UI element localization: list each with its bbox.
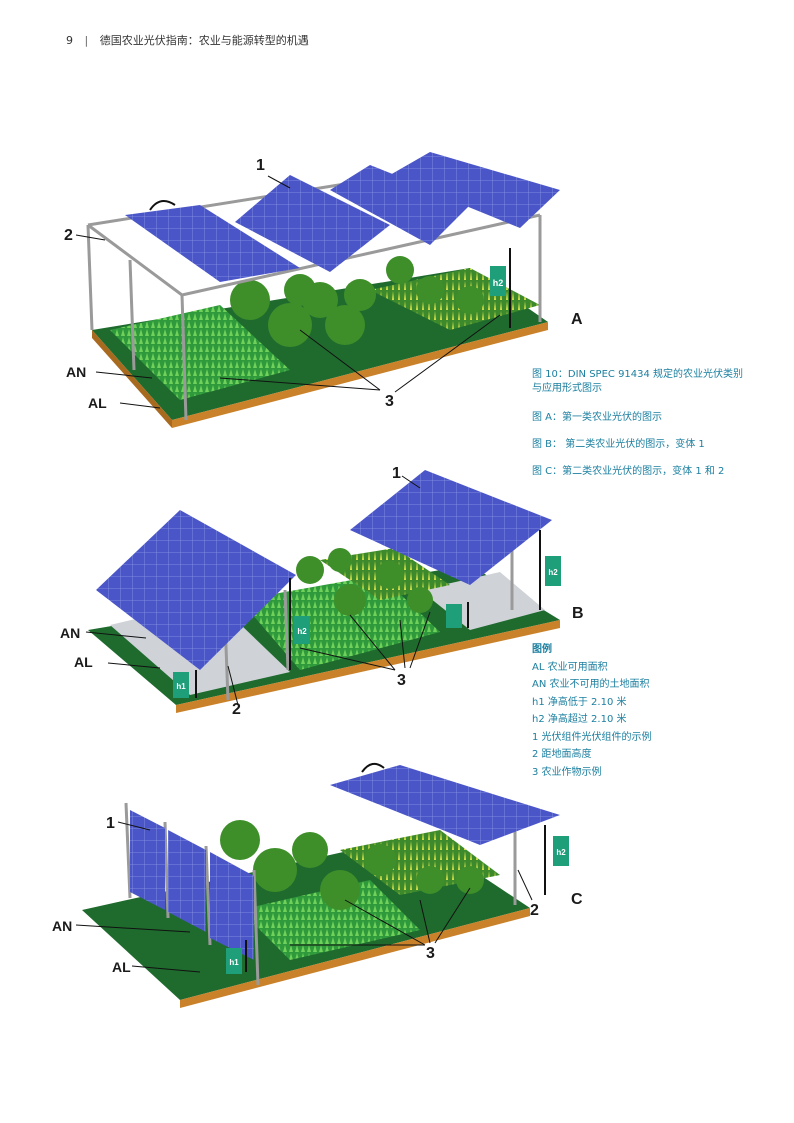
figure-b-h2-badge-right [545, 556, 561, 586]
figure-b-an: AN [60, 625, 80, 641]
legend-item: h1 净高低于 2.10 米 [532, 696, 627, 708]
caption-fig-a: 图 A：第一类农业光伏的图示 [532, 412, 663, 423]
figure-b-h2-label-center: h2 [297, 627, 307, 636]
legend-item: 2 距地面高度 [532, 749, 592, 760]
figure-c-an: AN [52, 918, 72, 934]
figure-caption: 图 10：DIN SPEC 91434 规定的农业光伏类别 与应用形式图示 [532, 368, 743, 396]
figure-a-an: AN [66, 364, 86, 380]
figure-b-num-1: 1 [392, 465, 401, 482]
legend-item: 1 光伏组件光伏组件的示例 [532, 731, 652, 743]
figure-a-num-1: 1 [256, 157, 265, 174]
legend-item: 3 农业作物示例 [532, 766, 602, 778]
figure-a-crop-field [110, 305, 290, 400]
figure-a-letter: A [571, 311, 583, 328]
figure-b-h2-badge-center [294, 616, 310, 644]
figure-c-num-1: 1 [106, 815, 115, 832]
figure-b-h1-label: h1 [176, 682, 186, 691]
figure-b-al: AL [74, 654, 93, 670]
figure-c-soil-edge [180, 908, 530, 1008]
figure-b-h2-label-right: h2 [548, 568, 558, 577]
figure-c-vertical-panel-1 [130, 810, 165, 910]
figure-c-tracking-panel [330, 765, 560, 845]
figure-c-letter: C [571, 891, 583, 908]
caption-fig-b: 图 B： 第二类农业光伏的图示，变体 1 [532, 439, 705, 450]
figure-c-rotate-icon [361, 762, 385, 773]
figure-c: h1 h2 1 2 3 AN AL C [52, 762, 583, 1008]
figure-a: h2 1 2 3 AN AL A [64, 152, 583, 428]
page-number: 9 [66, 34, 73, 47]
figure-c-h2-label: h2 [556, 848, 566, 857]
figure-a-panel-1 [235, 175, 390, 272]
header-title: 德国农业光伏指南：农业与能源转型的机遇 [99, 34, 309, 47]
figure-c-crop-field [240, 880, 420, 960]
figure-a-h2-badge [490, 266, 506, 296]
caption-title-line2: 与应用形式图示 [532, 383, 602, 394]
figure-b: h1 h2 h2 1 2 3 AN AL B [60, 465, 584, 718]
figure-a-al: AL [88, 395, 107, 411]
figure-c-al: AL [112, 959, 131, 975]
page-header: 9 | 德国农业光伏指南：农业与能源转型的机遇 [66, 32, 309, 48]
figure-a-panel-3 [390, 152, 560, 228]
legend-title: 图例 [532, 644, 552, 655]
figure-a-num-2: 2 [64, 227, 73, 244]
figure-b-num-2: 2 [232, 701, 241, 718]
figure-b-h1-badge-left [173, 672, 189, 698]
figure-b-letter: B [572, 605, 584, 622]
legend-item: AN 农业不可用的土地面积 [532, 679, 650, 690]
caption-fig-c: 图 C：第二类农业光伏的图示，变体 1 和 2 [532, 466, 725, 477]
figure-b-panel-right [350, 470, 552, 585]
figure-c-vertical-panel-2 [168, 830, 206, 932]
figure-a-rotate-icon [149, 200, 176, 211]
figure-a-h2-label: h2 [493, 278, 504, 288]
figure-c-num-2: 2 [530, 902, 539, 919]
figure-b-num-3: 3 [397, 672, 406, 689]
legend-item: AL 农业可用面积 [532, 661, 608, 673]
figure-b-an-strip-right [420, 572, 545, 630]
figure-a-tracking-panel [125, 205, 300, 282]
figure-a-num-3: 3 [385, 393, 394, 410]
figure-c-vertical-panel-3 [210, 852, 254, 960]
figure-c-h1-label: h1 [229, 958, 239, 967]
figure-c-h1-badge [226, 948, 242, 974]
figure-c-num-3: 3 [426, 945, 435, 962]
figure-a-panel-2 [330, 165, 470, 245]
legend: 图例 AL 农业可用面积 AN 农业不可用的土地面积 h1 净高低于 2.10 … [532, 641, 652, 781]
figure-b-panel-left [96, 510, 296, 670]
figure-c-h2-badge [553, 836, 569, 866]
header-separator: | [84, 34, 89, 47]
figure-b-soil-edge [176, 620, 560, 713]
caption-title-line1: 图 10：DIN SPEC 91434 规定的农业光伏类别 [532, 369, 744, 380]
legend-item: h2 净高超过 2.10 米 [532, 714, 627, 725]
